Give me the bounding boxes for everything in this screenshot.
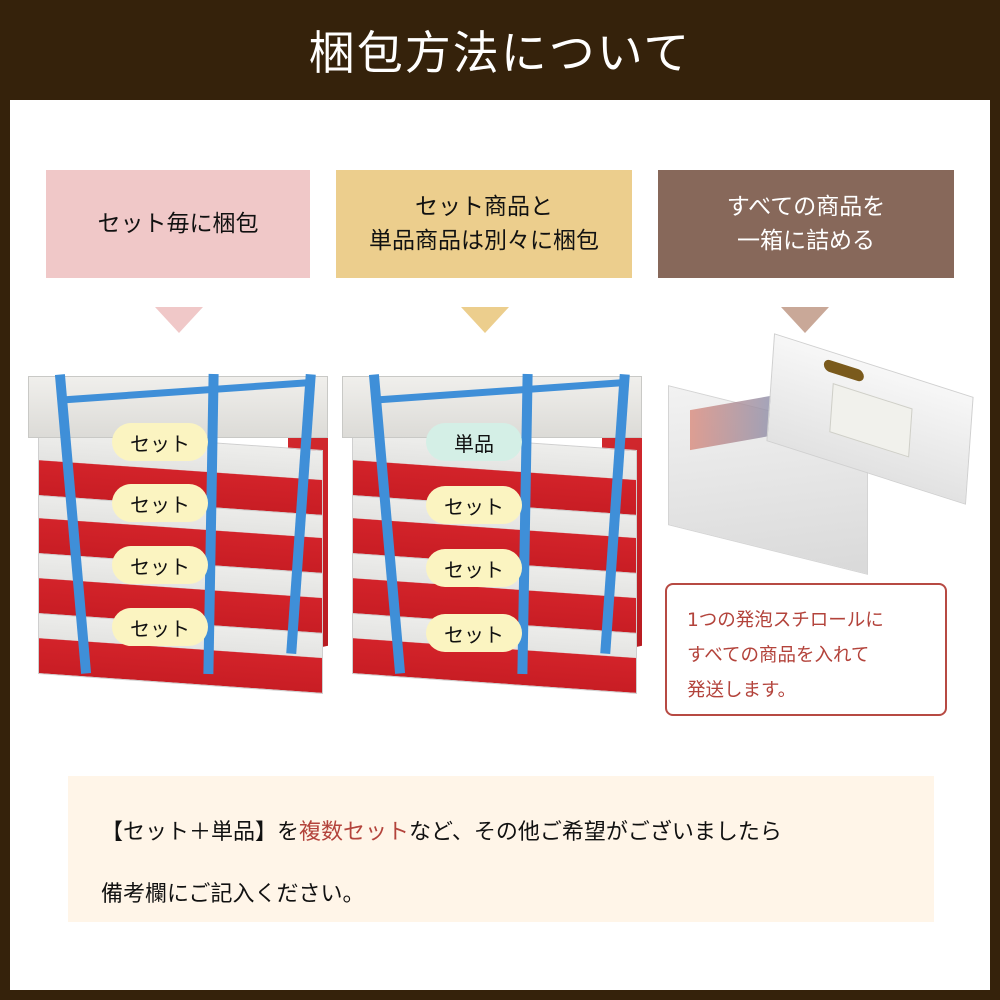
option-per-set-label: セット毎に梱包: [46, 170, 310, 278]
set-tag: セット: [112, 484, 208, 522]
down-arrow-icon: [461, 307, 509, 333]
set-tag: セット: [426, 486, 522, 524]
info-text: など、その他ご希望がございましたら: [409, 820, 782, 845]
info-text: 【セット＋単品】を: [101, 820, 300, 845]
single-box-note: 1つの発泡スチロールに すべての商品を入れて 発送します。: [665, 583, 947, 716]
info-highlight: 複数セット: [299, 820, 410, 845]
note-line: すべての商品を入れて: [687, 645, 870, 666]
stacked-boxes-separate-image: 単品 セット セット セット: [342, 368, 642, 698]
content-panel: セット毎に梱包 セット商品と 単品商品は別々に梱包 すべての商品を 一箱に詰める…: [10, 100, 990, 990]
set-tag: セット: [112, 546, 208, 584]
option-per-set-text: セット毎に梱包: [97, 211, 259, 237]
option-separate-text-line2: 単品商品は別々に梱包: [369, 228, 599, 254]
foam-box-image: [660, 333, 980, 575]
info-line-2: 備考欄にご記入ください。: [101, 882, 365, 907]
set-tag: セット: [112, 608, 208, 646]
option-separate-label: セット商品と 単品商品は別々に梱包: [336, 170, 632, 278]
set-tag: セット: [112, 423, 208, 461]
stacked-boxes-per-set-image: セット セット セット セット: [28, 368, 328, 698]
page-header: 梱包方法について: [0, 0, 1000, 100]
page-title: 梱包方法について: [308, 26, 692, 80]
note-line: 1つの発泡スチロールに: [687, 610, 884, 631]
option-single-box-text-line1: すべての商品を: [726, 194, 886, 220]
set-tag: セット: [426, 614, 522, 652]
remarks-info-box: 【セット＋単品】を複数セットなど、その他ご希望がございましたら 備考欄にご記入く…: [68, 776, 934, 922]
note-line: 発送します。: [687, 680, 797, 701]
option-single-box-text-line2: 一箱に詰める: [736, 228, 875, 254]
set-tag: セット: [426, 549, 522, 587]
down-arrow-icon: [781, 307, 829, 333]
option-separate-text-line1: セット商品と: [415, 194, 553, 220]
option-single-box-label: すべての商品を 一箱に詰める: [658, 170, 954, 278]
single-item-tag: 単品: [426, 423, 522, 461]
info-line-1: 【セット＋単品】を複数セットなど、その他ご希望がございましたら: [101, 802, 934, 864]
down-arrow-icon: [155, 307, 203, 333]
